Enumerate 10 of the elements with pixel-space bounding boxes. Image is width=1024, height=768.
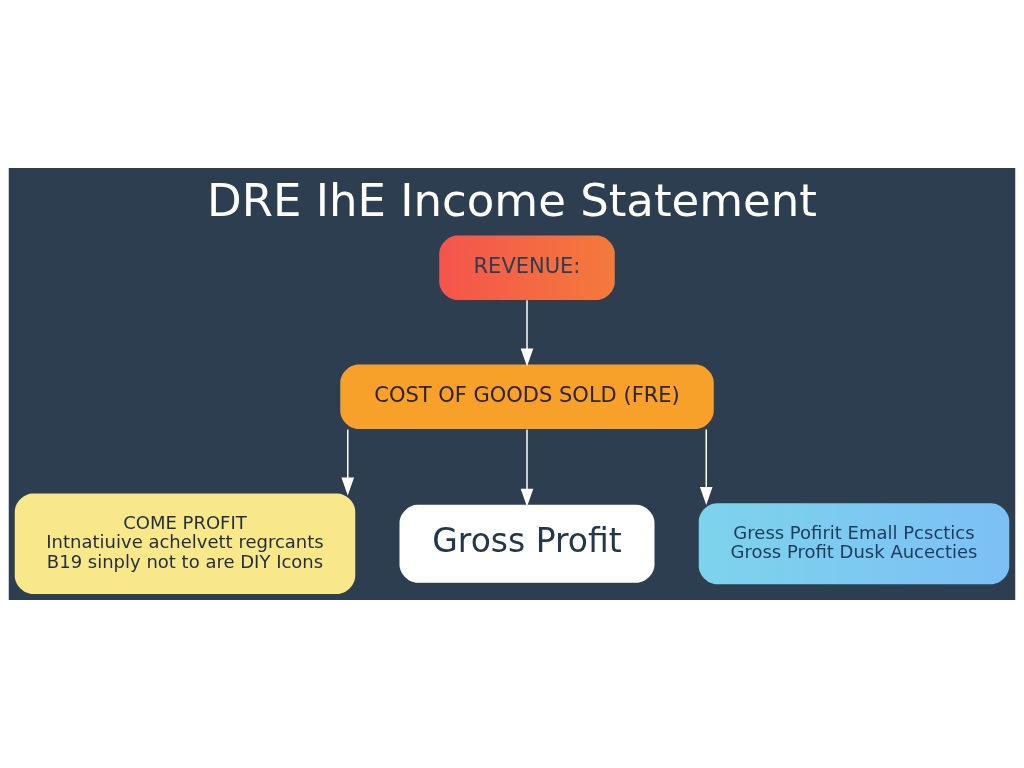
arrow (520, 299, 534, 367)
node-box: Gross Profit (399, 504, 655, 583)
arrow (520, 428, 534, 507)
node-box: COME PROFIT Intnatiuive achelvett regrcants B19 sinply not to are DIY Icons (14, 493, 356, 594)
node-box: COST OF GOODS SOLD (FRE) (340, 364, 714, 429)
node-box: Gress Pofirit Emall Pcsctics Gross Profit Dusk Aucecties (698, 503, 1010, 585)
arrow (699, 428, 713, 506)
arrow (341, 428, 355, 496)
diagram-title: DRE IhE Income Statement (207, 174, 817, 227)
node-box: REVENUE: (439, 235, 615, 300)
